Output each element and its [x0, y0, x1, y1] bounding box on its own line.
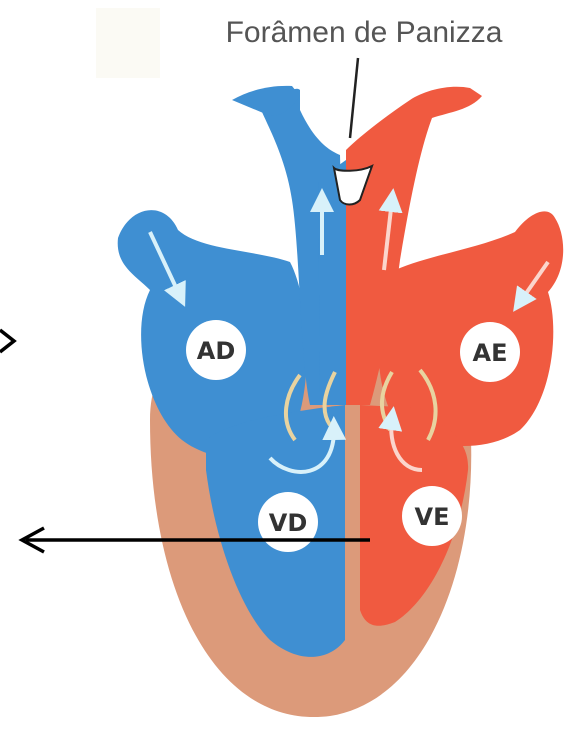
title-pointer-line [350, 58, 358, 138]
arrow-right-fragment [0, 330, 14, 352]
label-text: VD [269, 509, 308, 537]
title-label: Forâmen de Panizza [226, 16, 503, 49]
background-patch [96, 8, 160, 78]
label-right-ventricle: VD [258, 492, 318, 552]
label-text: AD [197, 337, 236, 365]
label-right-atrium: AD [186, 320, 246, 380]
label-text: AE [473, 339, 508, 367]
label-text: VE [415, 503, 450, 531]
label-left-atrium: AE [460, 322, 520, 382]
label-left-ventricle: VE [402, 486, 462, 546]
